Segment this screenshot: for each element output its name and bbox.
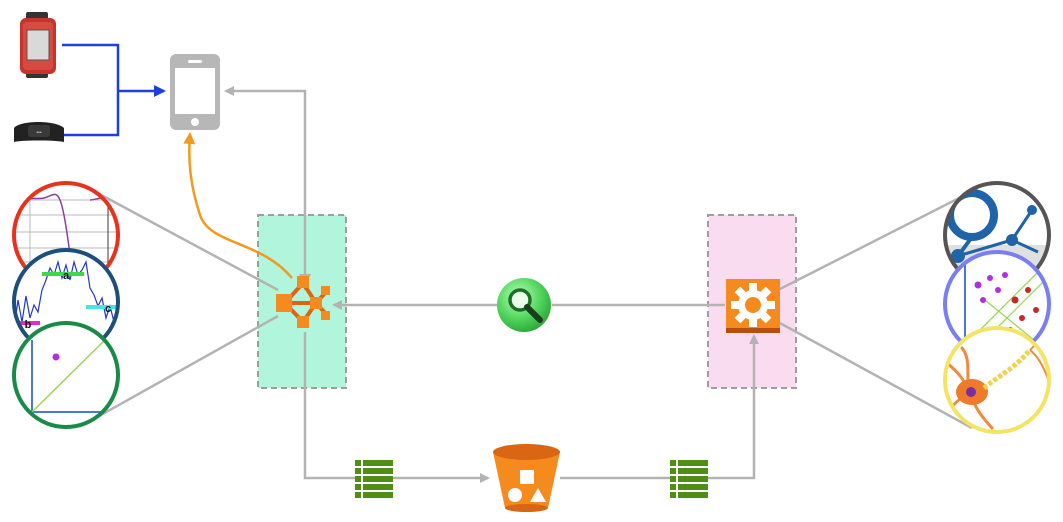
left-fan-lines <box>91 188 279 422</box>
sensor-links <box>62 43 166 137</box>
right-fan-lines <box>777 188 976 430</box>
segment-label-c: c <box>105 303 111 315</box>
data-records-icon-in <box>355 460 393 498</box>
segment-label-b: b <box>25 319 32 331</box>
smartwatch-icon <box>20 12 56 78</box>
neuron-circle <box>943 326 1051 434</box>
storage-bucket-icon <box>493 444 560 512</box>
classification-scatter-circle <box>943 250 1051 358</box>
smartphone-icon <box>170 54 220 130</box>
notification-link <box>183 132 293 279</box>
data-records-icon-out <box>670 460 708 498</box>
magnifier-icon <box>497 278 551 332</box>
connectors <box>224 86 759 483</box>
svg-text:•••: ••• <box>36 130 42 136</box>
gear-icon <box>726 279 780 333</box>
stream-processing-icon <box>276 276 330 328</box>
regression-plot-circle <box>12 321 120 429</box>
heart-rate-strap-icon: ••• <box>14 122 64 142</box>
segment-label-a: a <box>63 270 70 282</box>
